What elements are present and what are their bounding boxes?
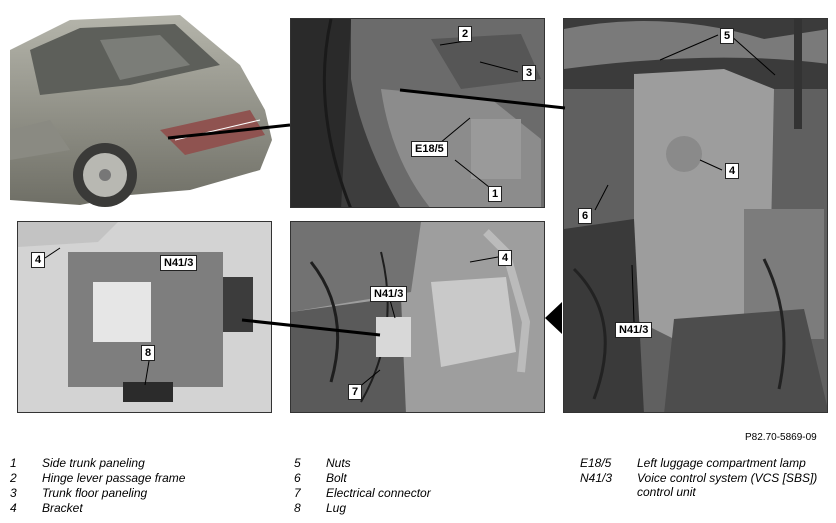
callout-8: 8: [141, 345, 156, 361]
callout-n41-3-right: N41/3: [615, 322, 653, 338]
callout-5: 5: [720, 28, 735, 44]
callout-6: 6: [578, 208, 593, 224]
callout-4-right: 4: [725, 163, 740, 179]
car-view-panel: [10, 10, 282, 210]
callout-4-mid: 4: [498, 250, 513, 266]
callout-2: 2: [458, 26, 473, 42]
car-illustration: [10, 15, 272, 207]
callout-1: 1: [488, 186, 503, 202]
callout-n41-3-left: N41/3: [160, 255, 198, 271]
callout-n41-3-mid: N41/3: [370, 286, 408, 302]
callout-7: 7: [348, 384, 363, 400]
figure-reference: P82.70-5869-09: [745, 432, 817, 443]
callout-e18-5: E18/5: [411, 141, 448, 157]
control-unit-photo: [18, 222, 271, 412]
callout-3: 3: [522, 65, 537, 81]
callout-4-left: 4: [31, 252, 46, 268]
